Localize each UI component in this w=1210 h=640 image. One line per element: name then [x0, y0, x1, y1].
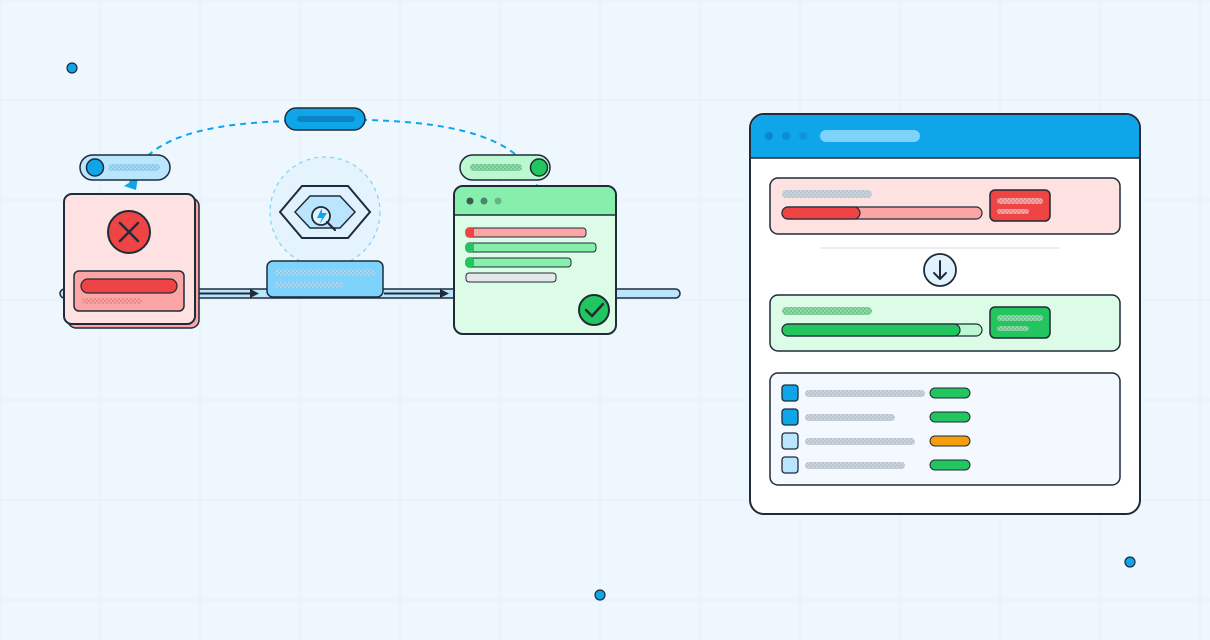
error-status-row	[769, 177, 1121, 235]
inspector-node	[266, 156, 384, 298]
retry-label-pill	[284, 107, 366, 131]
status-badge	[929, 459, 971, 471]
checklist-item[interactable]	[781, 408, 971, 426]
error-progress-fill	[781, 206, 861, 220]
checkbox[interactable]	[781, 456, 799, 474]
checklist-item-label	[805, 414, 895, 421]
error-action-button[interactable]	[989, 189, 1051, 222]
inspector-label-box	[266, 260, 384, 298]
success-status-row	[769, 294, 1121, 352]
address-bar	[820, 130, 920, 142]
window-dot	[799, 132, 807, 140]
window-dot	[782, 132, 790, 140]
success-action-button[interactable]	[989, 306, 1051, 339]
log-lines	[465, 227, 597, 283]
decor-dot	[1124, 556, 1136, 568]
checklist-item-label	[805, 390, 925, 397]
check-circle-icon	[578, 294, 610, 326]
checklist-panel	[769, 372, 1121, 486]
window-dot	[765, 132, 773, 140]
target-toggle-pill	[459, 154, 551, 181]
success-progress-fill	[781, 323, 961, 337]
magnifier-bolt-icon	[311, 206, 337, 232]
status-badge	[929, 435, 971, 447]
decor-dot	[66, 62, 78, 74]
x-circle-icon	[107, 210, 151, 254]
checkbox[interactable]	[781, 432, 799, 450]
status-badge	[929, 411, 971, 423]
success-window-card	[453, 185, 617, 335]
checklist-item-label	[805, 438, 915, 445]
checklist-item[interactable]	[781, 384, 971, 402]
arrow-down-icon	[923, 253, 957, 287]
checkbox[interactable]	[781, 384, 799, 402]
retry-arc	[129, 118, 538, 186]
source-toggle-pill	[79, 154, 171, 181]
checklist	[781, 384, 971, 474]
checklist-item[interactable]	[781, 456, 971, 474]
dashboard-window	[749, 113, 1141, 515]
decor-dot	[594, 589, 606, 601]
checklist-item[interactable]	[781, 432, 971, 450]
checklist-item-label	[805, 462, 905, 469]
status-badge	[929, 387, 971, 399]
error-card	[63, 193, 200, 329]
checkbox[interactable]	[781, 408, 799, 426]
